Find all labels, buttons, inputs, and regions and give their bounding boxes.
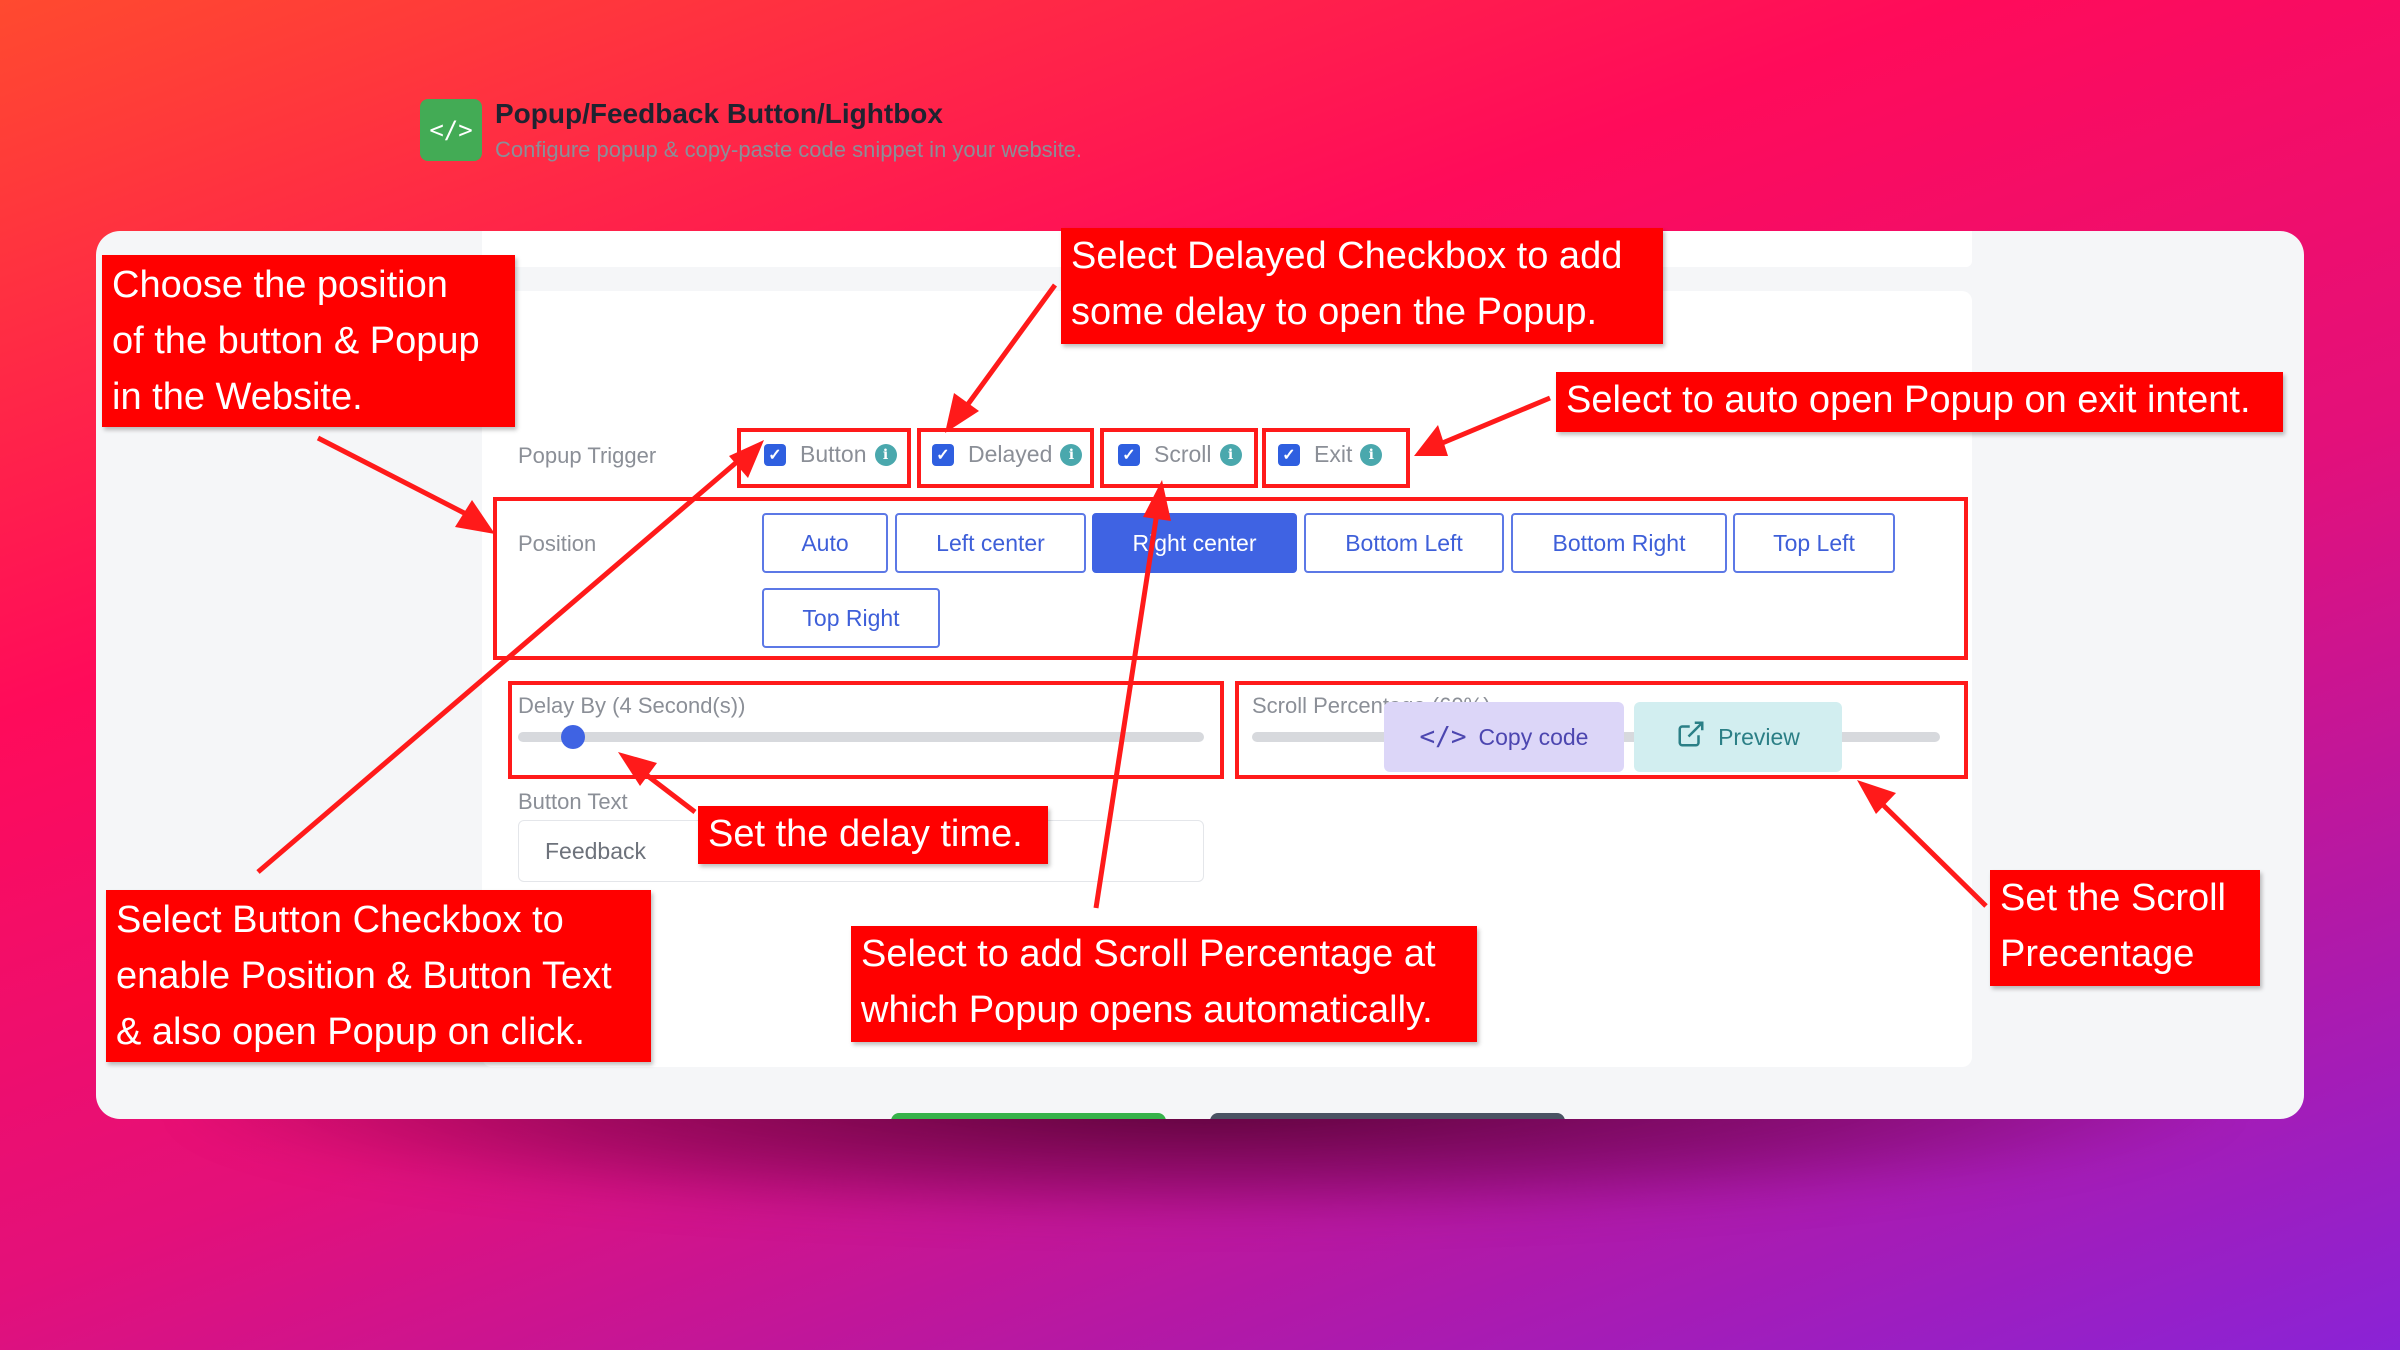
highlight-delayed-checkbox — [917, 428, 1094, 488]
highlight-position — [493, 497, 1968, 660]
callout-scroll-set: Set the Scroll Precentage — [1990, 870, 2260, 986]
delay-slider-label: Delay By (4 Second(s)) — [518, 693, 746, 718]
callout-line: Select Button Checkbox to — [116, 899, 564, 941]
highlight-exit-checkbox — [1262, 428, 1410, 488]
position-auto-button[interactable]: Auto — [762, 513, 888, 573]
position-bottom-right-button[interactable]: Bottom Right — [1511, 513, 1727, 573]
callout-button: Select Button Checkbox to enable Positio… — [106, 890, 651, 1062]
highlight-scroll-checkbox — [1100, 428, 1258, 488]
callout-line: some delay to open the Popup. — [1071, 291, 1598, 333]
info-icon[interactable]: i — [1360, 443, 1383, 466]
trigger-option-label: Delayed — [968, 441, 1053, 467]
code-icon: </> — [420, 99, 482, 161]
green-button-edge[interactable] — [891, 1113, 1166, 1119]
position-label: Position — [518, 531, 597, 556]
callout-line: Choose the position — [112, 264, 448, 306]
callout-line: Select Delayed Checkbox to add — [1071, 235, 1623, 277]
trigger-option-label: Scroll — [1154, 441, 1212, 467]
highlight-scroll-slider — [1235, 681, 1968, 779]
button-text-label: Button Text — [518, 789, 628, 814]
position-bottom-left-button[interactable]: Bottom Left — [1304, 513, 1504, 573]
checkbox-checked-icon[interactable]: ✓ — [932, 443, 954, 466]
trigger-scroll-checkbox[interactable]: ✓ Scroll i — [1118, 441, 1242, 468]
delay-slider-thumb[interactable] — [560, 725, 585, 749]
preview-label: Preview — [1718, 723, 1800, 750]
trigger-exit-checkbox[interactable]: ✓ Exit i — [1278, 441, 1383, 468]
callout-line: which Popup opens automatically. — [861, 989, 1433, 1031]
info-icon[interactable]: i — [1060, 443, 1083, 466]
callout-line: Set the delay time. — [708, 813, 1023, 855]
popup-trigger-label: Popup Trigger — [518, 443, 657, 468]
info-icon[interactable]: i — [1219, 443, 1242, 466]
position-top-right-button[interactable]: Top Right — [762, 588, 940, 648]
preview-button[interactable]: Preview — [1634, 702, 1842, 772]
trigger-delayed-checkbox[interactable]: ✓ Delayed i — [932, 441, 1083, 468]
callout-line: Precentage — [2000, 933, 2195, 975]
dark-button-edge[interactable] — [1210, 1113, 1565, 1119]
page-title: Popup/Feedback Button/Lightbox — [495, 98, 943, 129]
copy-code-label: Copy code — [1478, 723, 1589, 750]
callout-line: Set the Scroll — [2000, 877, 2226, 919]
callout-line: Select to auto open Popup on exit intent… — [1566, 379, 2251, 421]
highlight-delay-slider — [508, 681, 1224, 779]
callout-line: Select to add Scroll Percentage at — [861, 933, 1436, 975]
checkbox-checked-icon[interactable]: ✓ — [1118, 443, 1140, 466]
checkbox-checked-icon[interactable]: ✓ — [1278, 443, 1300, 466]
trigger-option-label: Exit — [1314, 441, 1353, 467]
page-subtitle: Configure popup & copy-paste code snippe… — [495, 137, 1083, 162]
checkbox-checked-icon[interactable]: ✓ — [764, 443, 786, 466]
callout-line: in the Website. — [112, 376, 363, 418]
callout-scroll-percentage: Select to add Scroll Percentage at which… — [851, 926, 1477, 1042]
position-top-left-button[interactable]: Top Left — [1733, 513, 1895, 573]
callout-delayed: Select Delayed Checkbox to add some dela… — [1061, 228, 1663, 344]
info-icon[interactable]: i — [874, 443, 897, 466]
delay-slider-track[interactable] — [518, 732, 1204, 742]
callout-line: & also open Popup on click. — [116, 1011, 585, 1053]
callout-delay-time: Set the delay time. — [698, 806, 1048, 864]
trigger-button-checkbox[interactable]: ✓ Button i — [764, 441, 897, 468]
callout-exit: Select to auto open Popup on exit intent… — [1556, 372, 2283, 432]
callout-line: of the button & Popup — [112, 320, 480, 362]
callout-position: Choose the position of the button & Popu… — [102, 255, 515, 427]
position-left-center-button[interactable]: Left center — [895, 513, 1086, 573]
trigger-option-label: Button — [800, 441, 867, 467]
code-icon: </> — [1419, 722, 1467, 752]
external-link-icon — [1676, 719, 1706, 755]
callout-line: enable Position & Button Text — [116, 955, 612, 997]
copy-code-button[interactable]: </> Copy code — [1384, 702, 1624, 772]
